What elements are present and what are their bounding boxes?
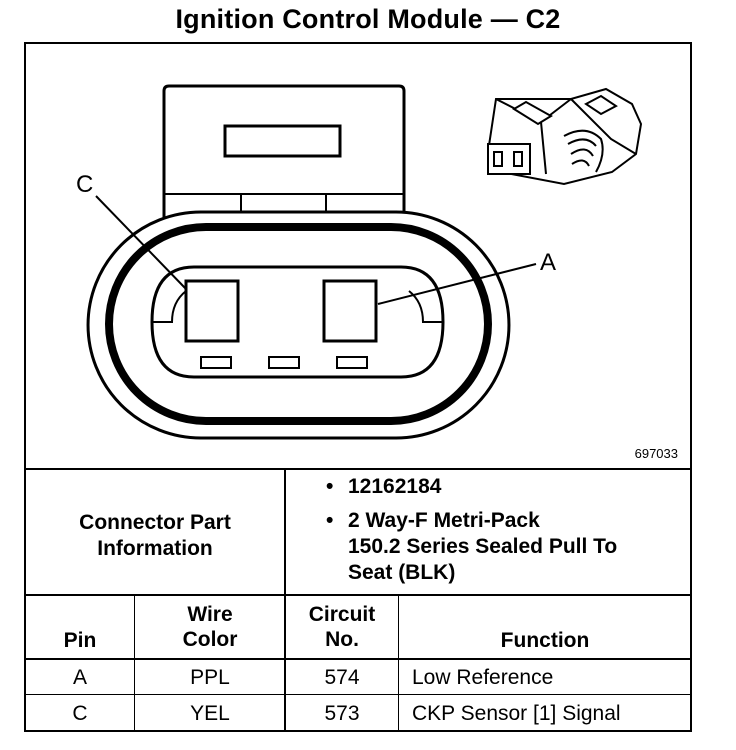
terminal-cavity-a [322,279,378,343]
part-number: 12162184 [348,475,442,498]
row-a-circuit: 574 [324,666,360,689]
col-header-function: Function [500,629,590,652]
figure-id: 697033 [634,446,678,461]
col-header-wire-color-line2: Color [182,628,238,651]
connector-description-item: 2 Way-F Metri-Pack 150.2 Series Sealed P… [324,508,694,586]
connector-part-info-label: Connector Part Information [26,510,284,562]
connector-sheet: C A 697033 Connector Part Information [24,42,692,732]
col-header-pin: Pin [63,629,97,652]
table-header-divider [26,658,690,660]
callout-a-leader [377,263,537,305]
page-title: Ignition Control Module — C2 [175,4,561,34]
connector-latch-housing [162,84,406,224]
col-header-wire-color: Wire Color [136,602,284,652]
callout-a-label: A [540,249,556,276]
row-a-pin: A [72,666,87,689]
table-row-divider [26,694,690,695]
col-header-circuit-line2: No. [325,628,359,651]
col-header-circuit-line1: Circuit [308,603,376,626]
row-c-function: CKP Sensor [1] Signal [412,702,621,725]
callout-c-leader [95,195,187,290]
row-c-circuit: 573 [324,702,360,725]
connector-part-info-label-line1: Connector Part [79,511,231,534]
col-header-circuit-no: Circuit No. [286,602,398,652]
diagram-divider [26,468,690,470]
table-col-divider-2 [284,594,286,730]
table-col-divider-1 [134,594,135,730]
row-c-pin: C [72,702,88,725]
part-number-item: 12162184 [324,474,694,500]
row-c-wire-color: YEL [190,702,230,725]
row-a-function: Low Reference [412,666,554,689]
connector-seal-ring [105,223,492,425]
callout-c-label: C [76,171,93,198]
connector-part-info-list: 12162184 2 Way-F Metri-Pack 150.2 Series… [324,474,694,594]
connector-description-line3: Seat (BLK) [348,561,456,584]
info-table-divider [26,594,690,596]
connector-description-line2: 150.2 Series Sealed Pull To [348,535,618,558]
col-header-wire-color-line1: Wire [187,603,233,626]
table-col-divider-3 [398,594,399,730]
connector-isometric-illustration [486,87,643,186]
connector-description-line1: 2 Way-F Metri-Pack [348,509,540,532]
connector-part-info-label-line2: Information [97,537,213,560]
info-column-divider [284,468,286,594]
terminal-cavity-c [184,279,240,343]
connector-face-diagram: C A [76,84,643,440]
row-a-wire-color: PPL [190,666,230,689]
